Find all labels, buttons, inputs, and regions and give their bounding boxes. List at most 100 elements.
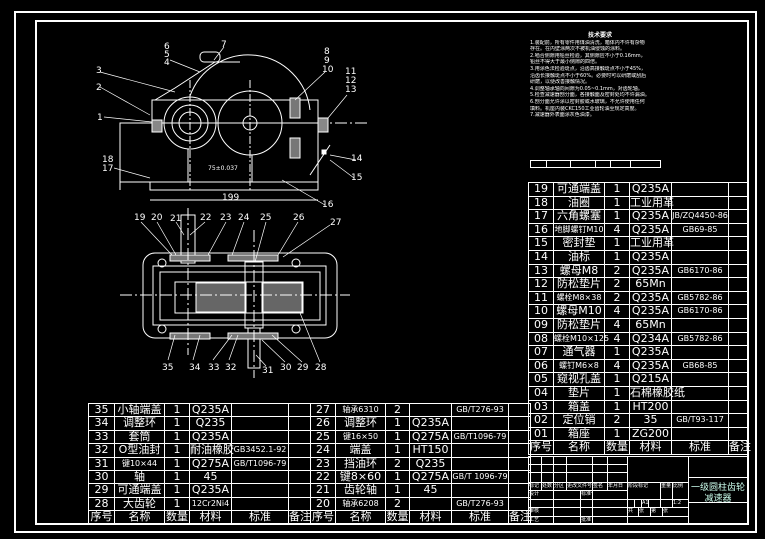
quantity-cell: 1 — [604, 209, 630, 224]
remark-cell — [728, 372, 749, 387]
quantity-cell: 1 — [604, 399, 630, 415]
title-block-blank — [688, 456, 749, 478]
item-number-header: 序号 — [310, 510, 336, 525]
material-cell: 耐油橡胶 — [189, 443, 234, 458]
label-12: 12 — [345, 76, 356, 86]
material-cell: Q275A — [189, 456, 232, 471]
label-14: 14 — [351, 154, 363, 164]
label-35: 35 — [162, 363, 173, 373]
material-cell: Q215A — [629, 372, 672, 387]
material-cell: Q235A — [629, 250, 672, 265]
requirement-line: 4.调整轴承轴向间隙为0.05~0.1mm，对齿轮轴。 — [530, 85, 643, 92]
dimension-width: 199 — [222, 193, 239, 203]
requirement-line: 7.减速器外表面涂灰色油漆。 — [530, 112, 595, 119]
quantity-cell: 4 — [604, 222, 630, 238]
title-block-cell — [592, 516, 628, 525]
item-number-cell: 21 — [310, 483, 336, 498]
material-cell: Q275A — [409, 429, 452, 445]
remark-cell — [728, 209, 749, 224]
item-number-cell: 35 — [88, 403, 115, 418]
quantity-cell: 1 — [604, 236, 630, 251]
material-cell — [409, 403, 452, 418]
remark-cell — [288, 456, 311, 471]
item-number-cell: 15 — [528, 236, 554, 251]
item-number-cell: 16 — [528, 222, 554, 238]
scale-label: 比例 — [672, 482, 689, 500]
technical-requirements: 技术要求 1.装配前，所有零件用煤油清洗，箱体内不许有杂物存在。在内壁涂两次不被… — [530, 32, 670, 119]
drawing-number-box — [688, 502, 749, 525]
label-21: 21 — [170, 214, 181, 224]
part-name-header: 名称 — [553, 440, 605, 455]
remark-cell — [728, 277, 749, 292]
label-16: 16 — [322, 200, 334, 210]
standard-header: 标准 — [451, 510, 509, 525]
part-name-cell: 调整环 — [114, 416, 165, 431]
standard-cell: GB5782-86 — [671, 331, 729, 347]
quantity-cell: 1 — [385, 416, 410, 431]
remark-cell — [288, 403, 311, 418]
item-number-cell: 09 — [528, 318, 554, 333]
requirement-line: 研磨，以便改善接触情况。 — [530, 79, 591, 86]
label-17: 17 — [102, 164, 113, 174]
remark-cell — [288, 443, 311, 458]
quantity-cell: 1 — [164, 429, 190, 445]
quantity-cell: 4 — [604, 318, 630, 333]
standard-cell — [451, 416, 509, 431]
remark-cell — [728, 250, 749, 265]
label-18: 18 — [102, 155, 114, 165]
label-4: 4 — [164, 58, 170, 68]
requirement-line: 存在。在内壁涂两次不被机油侵蚀的涂料。 — [530, 46, 626, 53]
label-15: 15 — [351, 173, 362, 183]
part-name-cell: 齿轮轴 — [335, 483, 386, 498]
quantity-cell: 1 — [604, 195, 630, 211]
front-view — [99, 46, 370, 206]
remark-cell — [508, 416, 531, 431]
remark-header: 备注 — [728, 440, 751, 455]
material-cell: 45 — [189, 470, 232, 485]
label-31: 31 — [262, 366, 273, 376]
material-header: 材料 — [189, 510, 232, 525]
requirement-line: 3.用涂色法检验斑点，沿齿高接触斑点不小于45%， — [530, 65, 646, 72]
remark-cell — [728, 222, 749, 238]
remark-header: 备注 — [288, 510, 311, 525]
requirement-line: 6.剖分面允许涂以密封胶或水玻璃，不允许使用任何 — [530, 98, 645, 105]
requirement-line: 铅丝不得大于最小侧隙的四倍。 — [530, 59, 601, 66]
quantity-cell: 1 — [164, 403, 190, 418]
label-8: 8 — [324, 47, 330, 57]
requirement-line: 1.装配前，所有零件用煤油清洗，箱体内不许有杂物 — [530, 39, 645, 46]
part-name-cell: 油标 — [553, 250, 605, 265]
quantity-cell: 1 — [385, 443, 410, 458]
notes-table-cell — [610, 160, 631, 168]
item-number-cell: 10 — [528, 304, 554, 319]
standard-cell: GB68-85 — [671, 358, 729, 374]
material-cell: Q235A — [629, 345, 672, 360]
material-cell: HT150 — [409, 443, 452, 458]
quantity-cell: 2 — [604, 263, 630, 279]
label-10: 10 — [322, 65, 334, 75]
item-number-cell: 17 — [528, 209, 554, 224]
standard-cell — [451, 443, 509, 458]
material-cell: Q235A — [189, 403, 232, 418]
material-cell: Q235 — [409, 456, 452, 471]
part-name-cell: 通气器 — [553, 345, 605, 360]
material-cell: Q275A — [409, 470, 452, 485]
item-number-cell: 29 — [88, 483, 115, 498]
standard-cell — [231, 416, 289, 431]
remark-cell — [288, 470, 311, 485]
drawing-title-line1: 一级圆柱齿轮 — [690, 483, 745, 493]
item-number-cell: 19 — [528, 182, 554, 197]
quantity-cell: 2 — [385, 456, 410, 471]
material-cell: Q234A — [629, 331, 672, 347]
standard-cell: GB5782-86 — [671, 290, 729, 306]
material-cell: Q235A — [629, 358, 672, 374]
quantity-cell: 1 — [164, 483, 190, 498]
part-name-cell: 螺母M10 — [553, 304, 605, 319]
quantity-header: 数量 — [385, 510, 410, 525]
quantity-cell: 2 — [385, 496, 410, 512]
material-cell: 45 — [409, 483, 452, 498]
quantity-cell: 1 — [604, 386, 630, 401]
remark-cell — [288, 416, 311, 431]
quantity-cell: 2 — [604, 277, 630, 292]
item-number-cell: 34 — [88, 416, 115, 431]
label-29: 29 — [297, 363, 309, 373]
